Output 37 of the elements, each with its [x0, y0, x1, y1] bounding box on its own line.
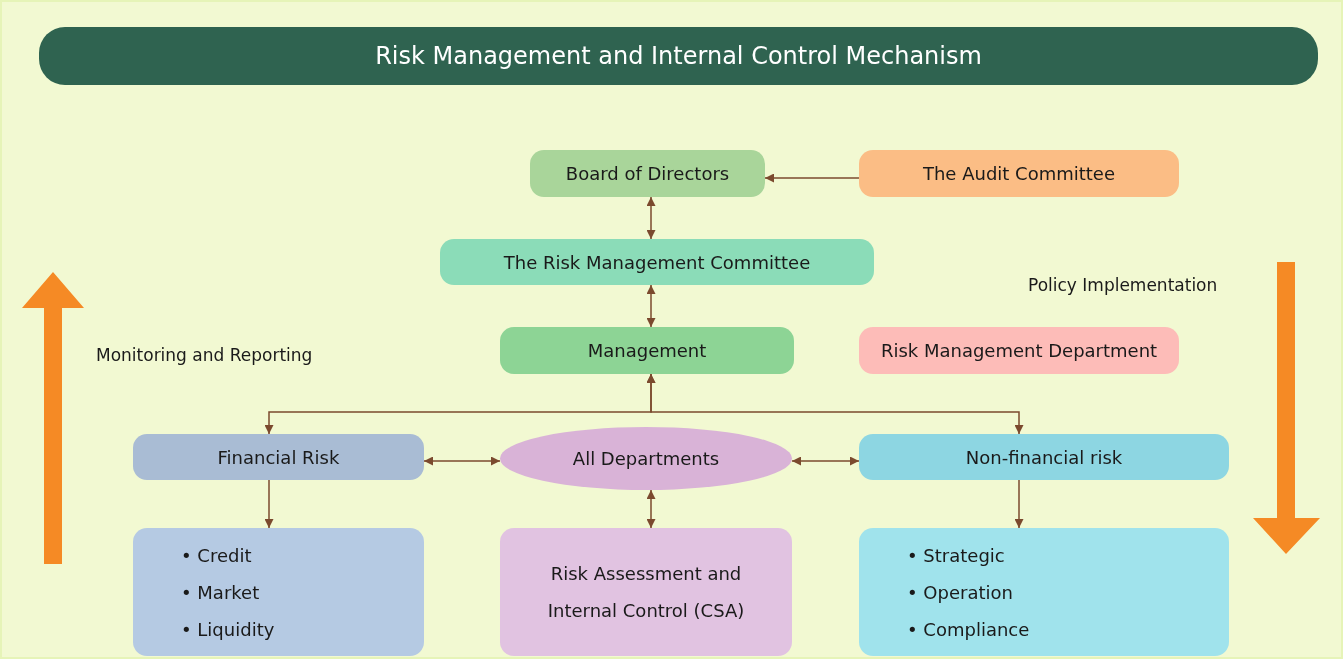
list-item: • Operation	[907, 580, 1013, 605]
node-label: Management	[587, 340, 707, 361]
rounded-box	[500, 327, 794, 374]
connector-arrow	[791, 456, 860, 466]
connector-arrow	[646, 373, 1024, 435]
node-label: Non-financial risk	[965, 446, 1123, 468]
rounded-box	[500, 528, 792, 656]
node-label: The Risk Management Committee	[503, 251, 811, 273]
node-label: The Audit Committee	[922, 163, 1115, 184]
rounded-box	[859, 528, 1229, 656]
rounded-box	[440, 239, 874, 285]
connector-arrow	[764, 173, 860, 183]
list-item: • Credit	[181, 543, 252, 568]
rounded-box	[133, 434, 424, 480]
node-label: Risk Assessment and Internal Control (CSA)	[546, 562, 746, 623]
rounded-box	[859, 327, 1179, 374]
connector-arrow	[264, 479, 274, 529]
rounded-box	[859, 150, 1179, 197]
list-item: • Liquidity	[181, 617, 275, 642]
title-banner: Risk Management and Internal Control Mechanism	[39, 27, 1318, 85]
annotation-text: Policy Implementation	[1028, 275, 1218, 295]
annotation-text: Monitoring and Reporting	[96, 345, 313, 365]
connector-arrow	[646, 196, 656, 240]
rounded-box	[859, 434, 1229, 480]
node-label: All Departments	[572, 448, 720, 469]
connector-arrow	[1014, 479, 1024, 529]
list-item: • Strategic	[907, 543, 1005, 568]
node-label: Board of Directors	[565, 163, 730, 184]
connector-arrow	[646, 284, 656, 328]
rounded-box	[133, 528, 424, 656]
node-label: Financial Risk	[217, 446, 340, 468]
list-item: • Compliance	[907, 617, 1030, 642]
list-item: • Market	[181, 580, 260, 605]
rounded-box	[530, 150, 765, 197]
connector-arrow	[646, 489, 656, 529]
node-label: Risk Management Department	[880, 340, 1158, 361]
connector-arrow	[423, 456, 501, 466]
